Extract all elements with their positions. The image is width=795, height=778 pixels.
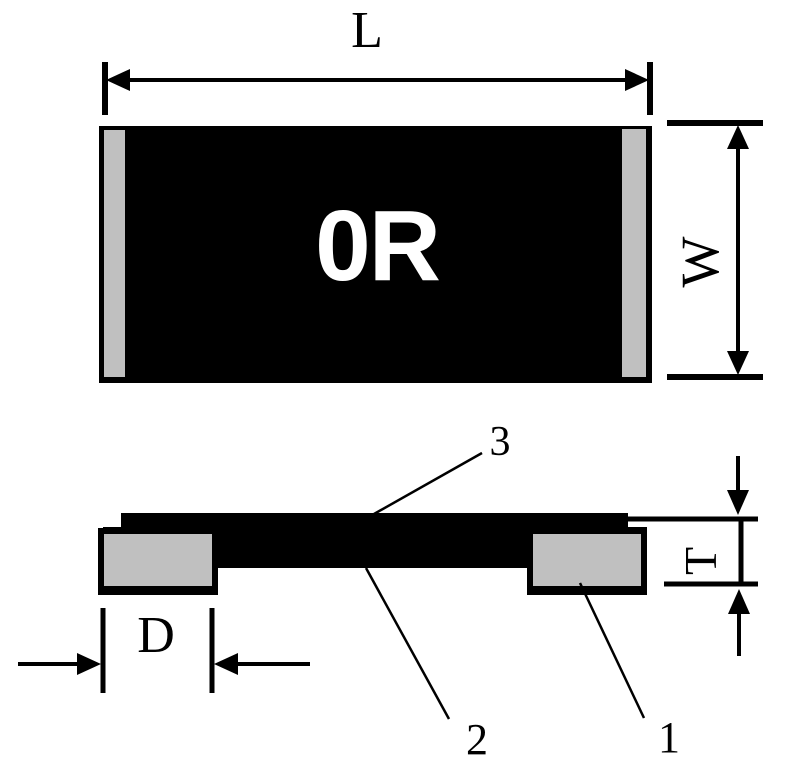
length-arrowhead-right-icon: [625, 69, 649, 91]
electrode-width-dimension: D: [18, 607, 310, 693]
thickness-arrowhead-down-icon: [727, 490, 749, 515]
callout-overcoat-leader-line: [373, 451, 483, 516]
width-arrowhead-down-icon: [727, 351, 749, 375]
right-electrode: [533, 534, 641, 586]
callout-body-label: 2: [466, 715, 488, 764]
callout-overcoat-label: 3: [490, 419, 511, 465]
side-view: [98, 513, 647, 595]
width-dimension: W: [667, 120, 763, 380]
thickness-label: T: [675, 547, 726, 575]
width-label: W: [670, 236, 730, 287]
thickness-dimension: T: [617, 456, 758, 656]
electrode-width-label: D: [137, 607, 175, 664]
top-view: 0R: [99, 126, 652, 383]
callout-electrode-leader-line: [578, 582, 646, 719]
thickness-arrowhead-up-icon: [728, 589, 750, 614]
length-dimension: L: [102, 2, 653, 115]
callout-electrode-label: 1: [658, 713, 680, 762]
overcoat-layer: [121, 513, 628, 530]
electrode-width-arrowhead-right-icon: [77, 653, 101, 675]
length-label: L: [351, 2, 383, 59]
resistor-marking-text: 0R: [315, 190, 440, 302]
electrode-width-arrowhead-left-icon: [214, 653, 238, 675]
width-arrowhead-up-icon: [727, 125, 749, 149]
length-arrowhead-left-icon: [106, 69, 130, 91]
callout-body-leader-line: [364, 567, 451, 720]
right-termination-strip: [622, 129, 646, 377]
resistor-body-top: [99, 126, 652, 383]
left-electrode: [104, 534, 212, 586]
callouts: 3 2 1: [364, 419, 680, 764]
left-termination-strip: [104, 130, 125, 377]
